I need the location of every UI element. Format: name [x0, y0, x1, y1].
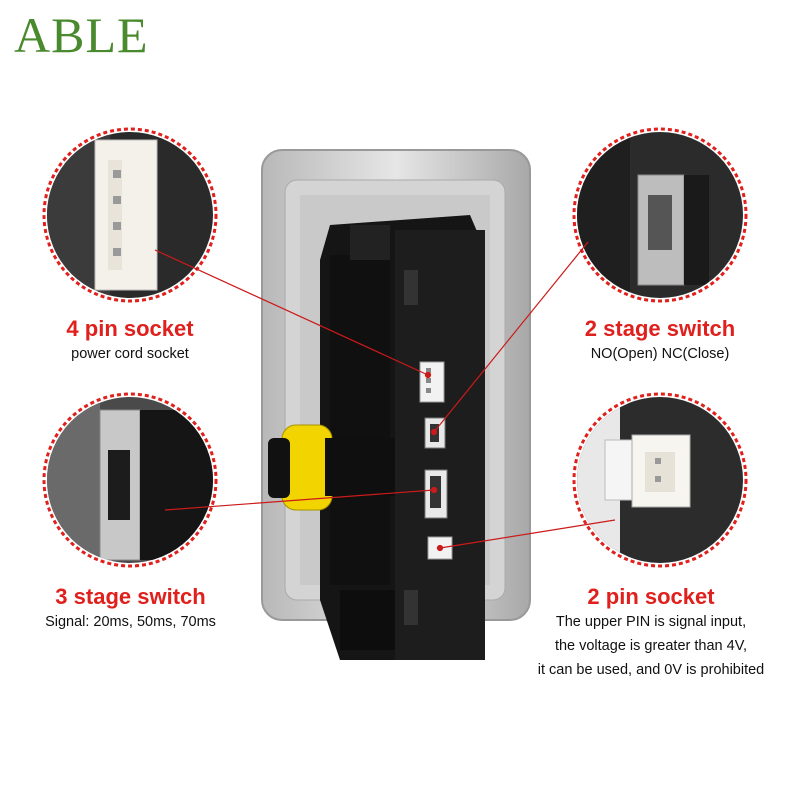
zoom-4-pin-socket: [42, 127, 218, 303]
callout-title: 3 stage switch: [55, 584, 206, 609]
callout-line: NO(Open) NC(Close): [590, 346, 730, 362]
callout-line: it can be used, and 0V is prohibited: [537, 662, 765, 678]
callout-title: 2 pin socket: [587, 584, 715, 609]
callout-2-pin-socket: 2 pin socket The upper PIN is signal inp…: [510, 584, 792, 682]
callout-2-stage-switch: 2 stage switch NO(Open) NC(Close): [555, 316, 765, 366]
callout-line: power cord socket: [71, 346, 189, 362]
callout-line: Signal: 20ms, 50ms, 70ms: [45, 614, 216, 630]
callout-line: the voltage is greater than 4V,: [554, 638, 748, 654]
zoom-3-stage-switch: [42, 392, 218, 568]
callout-line: The upper PIN is signal input,: [555, 614, 747, 630]
callout-4-pin-socket: 4 pin socket power cord socket: [30, 316, 230, 366]
coin-acceptor-device: [261, 149, 531, 660]
zoom-2-pin-socket: [572, 392, 748, 568]
callout-title: 4 pin socket: [66, 316, 194, 341]
callout-3-stage-switch: 3 stage switch Signal: 20ms, 50ms, 70ms: [18, 584, 243, 634]
brand-logo: ABLE: [14, 7, 149, 63]
zoom-2-stage-switch: [572, 127, 748, 303]
leader-lines: [154, 241, 616, 552]
callout-title: 2 stage switch: [584, 316, 736, 341]
